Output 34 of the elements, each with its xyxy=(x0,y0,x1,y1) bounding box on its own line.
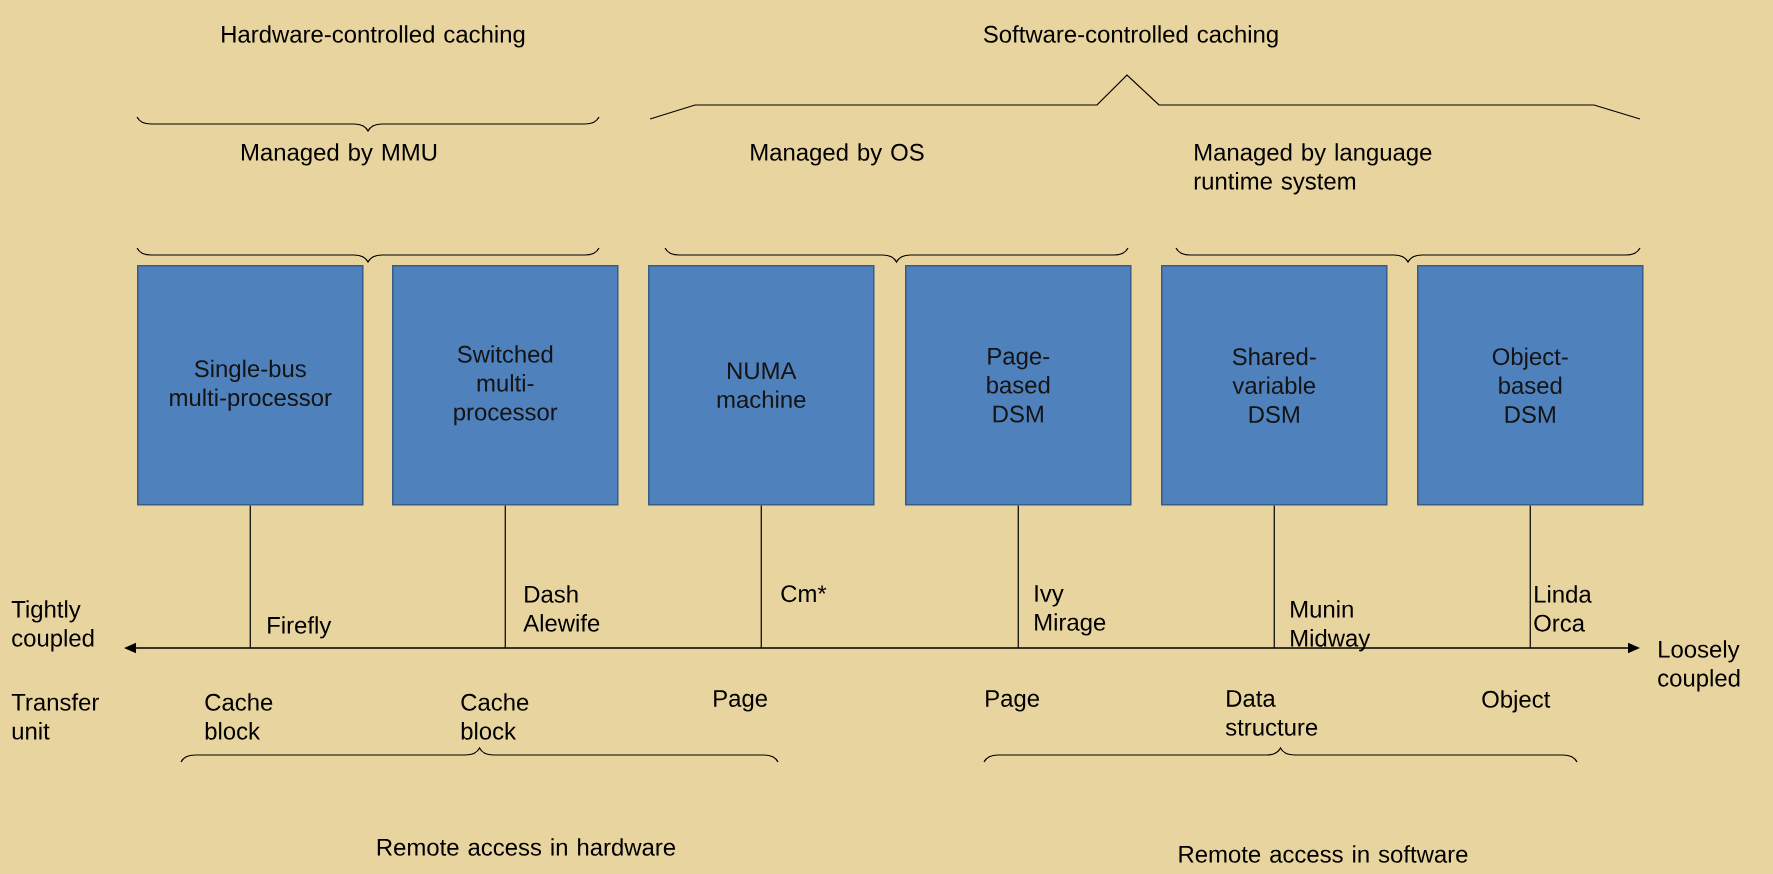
label: Remote access in hardware xyxy=(377,838,676,856)
connector-line xyxy=(1273,504,1275,649)
label: Cache block xyxy=(205,693,273,740)
label: Cm* xyxy=(781,585,827,603)
process-box: Shared-variable DSM xyxy=(1161,265,1388,506)
connector-line xyxy=(249,504,251,649)
label: Transfer unit xyxy=(11,693,99,740)
connector-line xyxy=(1017,504,1019,649)
label: Object xyxy=(1482,690,1551,713)
label: Munin Midway xyxy=(1291,600,1371,652)
connector-line xyxy=(504,504,506,649)
process-box: Object-based DSM xyxy=(1417,265,1644,506)
label: Data structure xyxy=(1225,690,1318,736)
label: Page xyxy=(714,690,767,712)
label: Hardware-controlled caching xyxy=(222,25,525,48)
label: Dash Alewife xyxy=(523,585,600,632)
label: Managed by MMU xyxy=(242,143,437,166)
process-box: Single-bus multi-processor xyxy=(137,265,364,506)
label: Managed by OS xyxy=(751,143,924,166)
label: Tightly coupled xyxy=(11,600,94,652)
label: Ivy Mirage xyxy=(1035,585,1106,636)
process-box: NUMA machine xyxy=(648,265,875,506)
label: Firefly xyxy=(268,616,332,639)
label: Page xyxy=(986,690,1039,712)
connector-line xyxy=(1529,504,1531,649)
label: Loosely coupled xyxy=(1658,640,1740,692)
label: Software-controlled caching xyxy=(983,25,1278,48)
connector-line xyxy=(760,504,762,649)
label: Cache block xyxy=(461,693,529,740)
label: Linda Orca xyxy=(1534,585,1592,632)
label: Managed by language runtime system xyxy=(1194,143,1432,195)
process-box: Page-based DSM xyxy=(905,265,1132,506)
label: Remote access in software xyxy=(1179,845,1468,863)
process-box: Switched multi-processor xyxy=(392,265,619,506)
